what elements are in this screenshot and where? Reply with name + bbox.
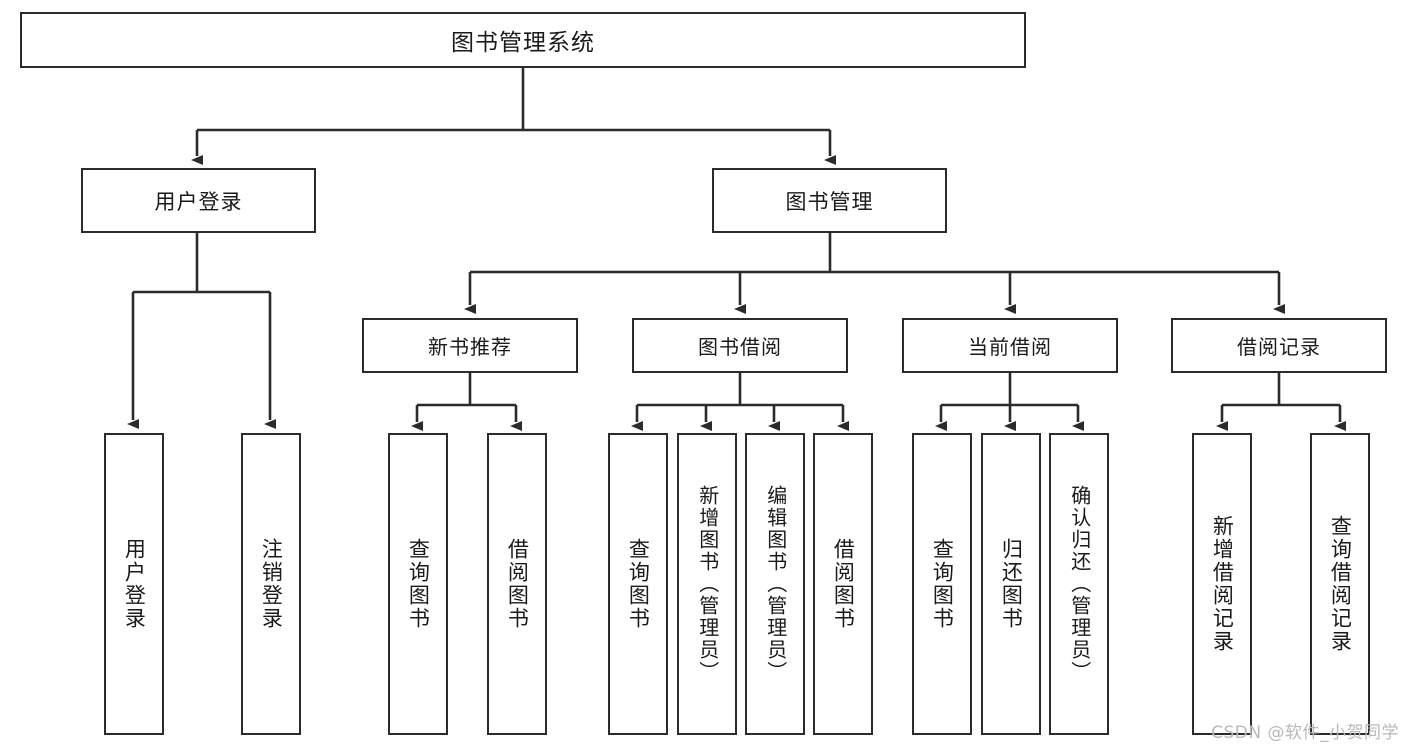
leaf-label: 借阅图书 — [831, 538, 856, 630]
leaf-label: 查询图书 — [406, 538, 431, 630]
node-new-book-recommend[interactable]: 新书推荐 — [362, 318, 578, 373]
leaf-new-book-borrow[interactable]: 借阅图书 — [487, 433, 547, 735]
leaf-current-borrow-query[interactable]: 查询图书 — [912, 433, 972, 735]
leaf-borrow-record-add[interactable]: 新增借阅记录 — [1192, 433, 1252, 735]
leaf-label: 查询借阅记录 — [1328, 515, 1353, 653]
csdn-watermark: CSDN @软件_小贺同学 — [1211, 723, 1399, 743]
leaf-label: 归还图书 — [999, 538, 1024, 630]
leaf-label: 新增借阅记录 — [1210, 515, 1235, 653]
leaf-book-borrow-query[interactable]: 查询图书 — [608, 433, 668, 735]
leaf-book-borrow-add[interactable]: 新增图书（管理员） — [677, 433, 737, 735]
leaf-label: 确认归还（管理员） — [1067, 485, 1092, 683]
leaf-book-borrow-edit[interactable]: 编辑图书（管理员） — [745, 433, 805, 735]
node-borrow-record[interactable]: 借阅记录 — [1171, 318, 1387, 373]
node-current-borrow[interactable]: 当前借阅 — [902, 318, 1118, 373]
leaf-label: 查询图书 — [626, 538, 651, 630]
leaf-borrow-record-query[interactable]: 查询借阅记录 — [1310, 433, 1370, 735]
leaf-label: 借阅图书 — [505, 538, 530, 630]
leaf-label: 查询图书 — [930, 538, 955, 630]
leaf-label: 注销登录 — [259, 538, 284, 630]
node-root-system[interactable]: 图书管理系统 — [20, 12, 1026, 68]
leaf-label: 新增图书（管理员） — [695, 485, 720, 683]
leaf-new-book-query[interactable]: 查询图书 — [388, 433, 448, 735]
leaf-user-login-logout[interactable]: 注销登录 — [241, 433, 301, 735]
leaf-book-borrow-borrow[interactable]: 借阅图书 — [813, 433, 873, 735]
leaf-user-login-login[interactable]: 用户登录 — [104, 433, 164, 735]
node-book-management[interactable]: 图书管理 — [712, 168, 947, 233]
leaf-current-borrow-confirm-return[interactable]: 确认归还（管理员） — [1049, 433, 1109, 735]
leaf-label: 编辑图书（管理员） — [763, 485, 788, 683]
leaf-label: 用户登录 — [122, 538, 147, 630]
leaf-current-borrow-return[interactable]: 归还图书 — [981, 433, 1041, 735]
node-book-borrow[interactable]: 图书借阅 — [632, 318, 848, 373]
node-user-login[interactable]: 用户登录 — [81, 168, 316, 233]
